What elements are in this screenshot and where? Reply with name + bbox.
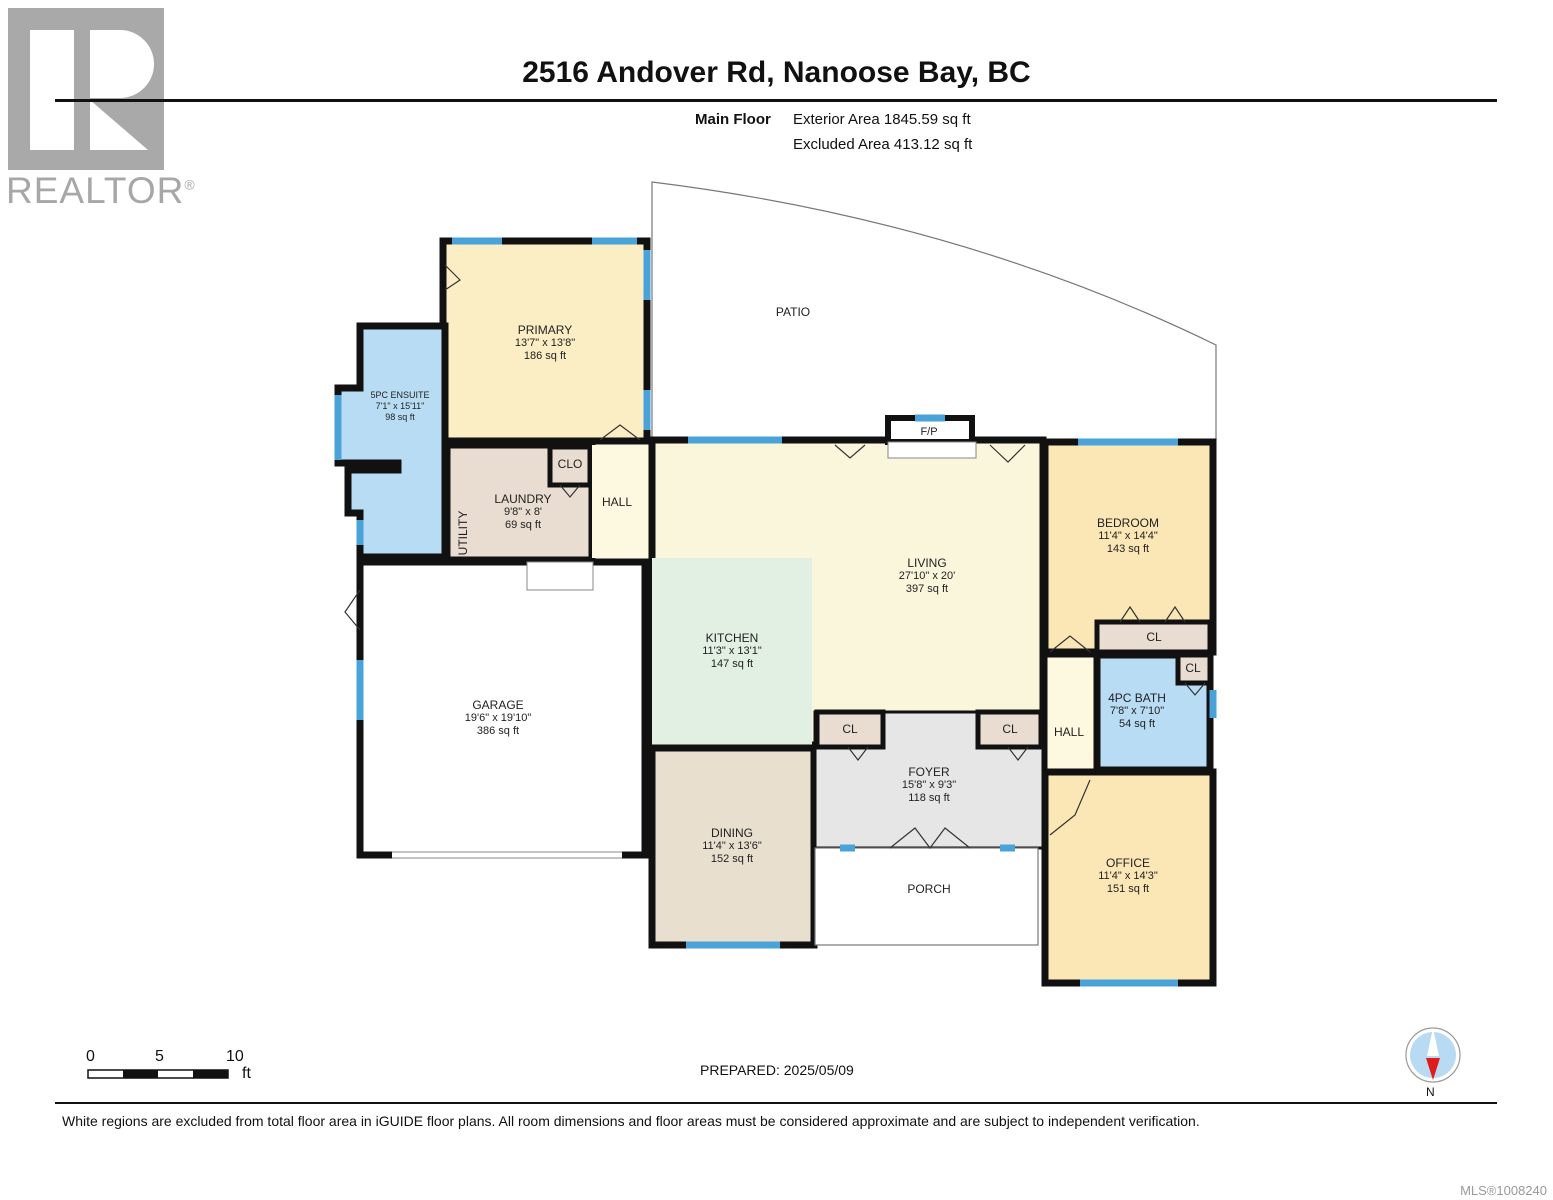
scale-label: 0 <box>86 1048 95 1065</box>
scale-unit: ft <box>242 1065 251 1082</box>
porch-label: PORCH <box>907 882 951 896</box>
closet-label: CL <box>842 722 858 736</box>
compass-icon <box>1405 1027 1461 1083</box>
patio-label: PATIO <box>775 305 811 319</box>
realtor-logo <box>8 8 164 170</box>
mls-number: MLS®1008240 <box>1460 1183 1547 1198</box>
hall-label: HALL <box>601 495 633 509</box>
room-garage <box>356 558 649 859</box>
closet-label: CL <box>1002 722 1018 736</box>
prepared-date: PREPARED: 2025/05/09 <box>700 1062 854 1078</box>
closet-foyer-left <box>814 709 886 750</box>
compass-north-label: N <box>1426 1085 1435 1099</box>
room-ensuite <box>334 322 449 561</box>
windows <box>334 237 1217 987</box>
patio-area <box>651 181 1217 441</box>
room-hall-left <box>592 445 652 558</box>
closet-foyer-right <box>975 709 1044 750</box>
disclaimer: White regions are excluded from total fl… <box>62 1113 1200 1129</box>
hall-label: HALL <box>1053 725 1085 739</box>
room-kitchen <box>652 558 812 745</box>
header-divider <box>55 99 1497 102</box>
page-title: 2516 Andover Rd, Nanoose Bay, BC <box>522 56 1031 89</box>
scale-bar <box>87 1069 229 1079</box>
utility-label: UTILITY <box>456 510 470 556</box>
closet-clo <box>547 444 593 488</box>
room-dining <box>648 744 818 949</box>
room-porch <box>814 847 1039 946</box>
fireplace-label: F/P <box>920 426 938 438</box>
floor-name: Main Floor <box>695 111 771 128</box>
closet-bedroom <box>1094 619 1213 655</box>
room-primary <box>439 237 651 445</box>
footer-divider <box>55 1102 1497 1104</box>
exterior-area: Exterior Area 1845.59 sq ft <box>793 111 971 128</box>
room-office <box>1041 768 1217 987</box>
closet-label: CL <box>1146 630 1162 644</box>
scale-label: 10 <box>226 1048 244 1065</box>
scale-label: 5 <box>155 1048 164 1065</box>
door-swings <box>344 264 1206 849</box>
excluded-area: Excluded Area 413.12 sq ft <box>793 136 973 153</box>
closet-bath <box>1175 652 1213 686</box>
closet-label: CL <box>1185 661 1201 675</box>
room-bedroom <box>1041 438 1217 656</box>
closet-label: CLO <box>557 457 583 471</box>
realtor-logo-text: REALTOR® <box>6 170 196 211</box>
